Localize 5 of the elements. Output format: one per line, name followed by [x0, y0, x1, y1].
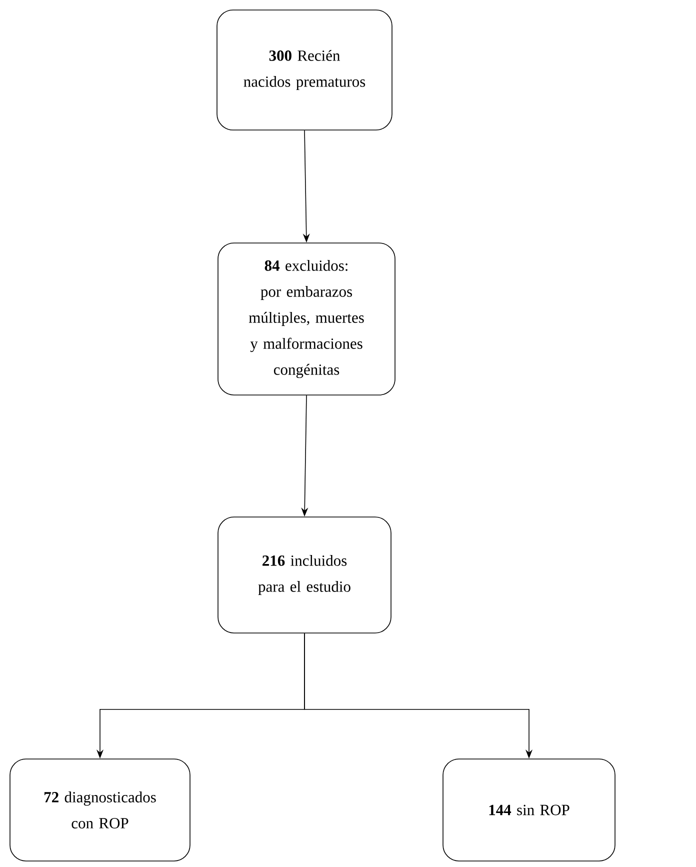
- process-box: 72 diagnosticados con ROP: [10, 758, 190, 862]
- process-box: 84 excluidos: por embarazos múltiples, muertes y malformaciones congénitas: [218, 242, 396, 396]
- process-box: 300 Recién nacidos prematuros: [216, 10, 392, 130]
- process-box: 216 incluidos para el estudio: [218, 516, 392, 634]
- process-box: 144 sin ROP: [442, 758, 616, 862]
